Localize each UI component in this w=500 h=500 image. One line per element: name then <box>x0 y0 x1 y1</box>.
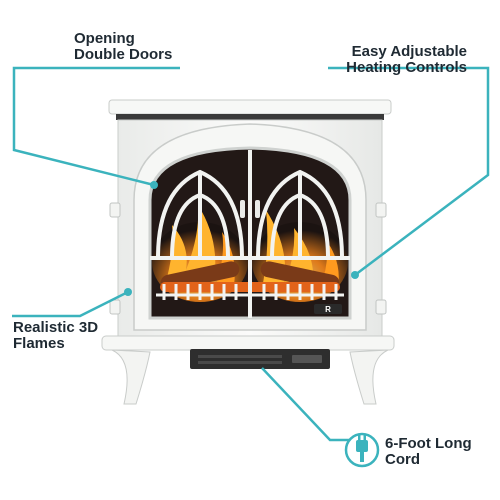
callout-heating-controls: Easy Adjustable Heating Controls <box>346 44 467 76</box>
callout-lines <box>12 66 490 442</box>
leg-right <box>349 349 389 405</box>
stove-top <box>108 99 392 120</box>
door-handle-left[interactable] <box>240 200 245 218</box>
double-doors <box>150 150 350 318</box>
callout-cord-line2: Cord <box>385 451 420 468</box>
side-knob-right <box>375 202 387 218</box>
brand-badge <box>314 304 342 314</box>
callout-cord: 6-Foot Long Cord <box>385 436 472 468</box>
callout-opening-doors-line1: Opening <box>74 30 135 47</box>
leg-left <box>111 349 151 405</box>
callout-flames-line2: Flames <box>13 335 65 352</box>
plug-icon <box>344 432 380 468</box>
side-knob-left <box>109 202 121 218</box>
door-handle-right[interactable] <box>255 200 260 218</box>
callout-opening-doors-line2: Double Doors <box>74 46 173 63</box>
callout-heating-controls-line1: Easy Adjustable <box>351 43 467 60</box>
callout-flames-line1: Realistic 3D <box>13 319 99 336</box>
heater-control-panel[interactable] <box>292 355 322 363</box>
callout-cord-line1: 6-Foot Long <box>385 435 472 452</box>
stove-base <box>101 335 395 405</box>
brand-badge-text: R <box>325 305 331 314</box>
callout-heating-controls-line2: Heating Controls <box>346 59 467 76</box>
callout-opening-doors: Opening Double Doors <box>74 31 172 63</box>
callout-flames: Realistic 3D Flames <box>13 320 98 352</box>
